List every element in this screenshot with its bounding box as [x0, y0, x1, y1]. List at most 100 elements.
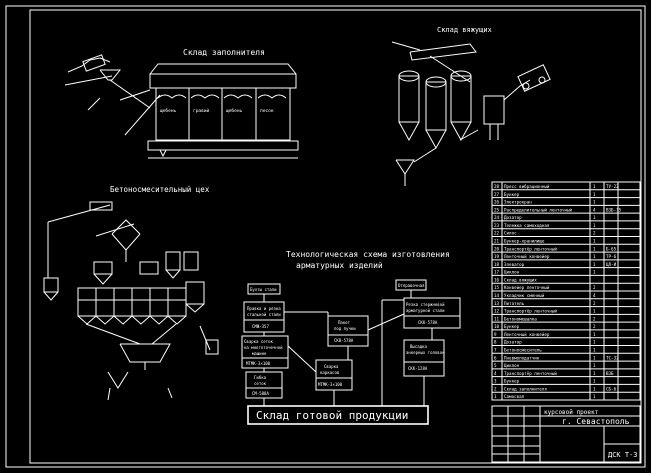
box-mesh-welding — [241, 335, 289, 369]
drawing-border — [29, 9, 642, 464]
box-shipping-label: Отправочная — [398, 283, 425, 288]
box-mesh-welding-sub: на многоточечной — [244, 345, 283, 350]
box-anchor-heads-sub: анкерных головок — [406, 350, 445, 355]
spec-cell: Бункер-хранилище — [504, 238, 545, 243]
spec-cell: 23 — [494, 223, 500, 228]
spec-cell: 27 — [494, 192, 500, 197]
spec-cell: 1 — [593, 200, 596, 205]
box-skk-578a: СКК-578А — [418, 320, 438, 325]
spec-cell: Бетономешалка — [504, 316, 537, 321]
spec-cell: 18 — [494, 262, 500, 267]
spec-cell: 1 — [593, 347, 596, 352]
spec-cell: Бункер — [504, 379, 520, 384]
spec-cell: СБ-6 — [606, 386, 617, 391]
spec-cell: Питатель — [504, 301, 525, 306]
outer-frame — [5, 5, 646, 468]
spec-cell: 4 — [494, 371, 497, 376]
box-rod-cutting-sub: арматурной стали — [406, 308, 445, 313]
title-block — [491, 405, 641, 463]
spec-cell: Транспортёр ленточный — [504, 371, 557, 376]
spec-cell: 2 — [494, 386, 497, 391]
spec-cell: 1 — [593, 262, 596, 267]
spec-cell: 2 — [593, 316, 596, 321]
spec-cell: 1 — [593, 309, 596, 314]
spec-cell: 7 — [494, 347, 497, 352]
bin-label-4: песок — [260, 109, 274, 114]
box-packet-label: Пакет — [338, 320, 351, 325]
doc-code-top: курсовой проект — [544, 409, 599, 416]
box-frame-welding-label: Сварка — [324, 364, 339, 369]
box-rod-cutting-label: Резка стержневой — [406, 302, 445, 307]
spec-cell: 1 — [593, 363, 596, 368]
spec-cell: 12 — [494, 309, 500, 314]
spec-cell: 1 — [593, 223, 596, 228]
spec-cell: Склад заполнителя — [504, 386, 547, 391]
spec-cell: ВЗБ-15 — [606, 207, 622, 212]
spec-cell: 1 — [593, 394, 596, 399]
box-smzh-357: СМЖ-357 — [252, 324, 269, 329]
spec-cell: 1 — [593, 254, 596, 259]
box-mtmk-1: МТМК-3×100 — [246, 361, 271, 366]
box-sm-588a: СМ-588А — [252, 391, 269, 396]
finished-goods-box — [247, 405, 429, 425]
spec-cell: 1 — [593, 386, 596, 391]
spec-cell: 24 — [494, 215, 500, 220]
spec-cell: Бункер — [504, 192, 520, 197]
bin-label-2: гравий — [193, 108, 210, 114]
spec-cell: ТС-32 — [606, 355, 619, 360]
finished-goods-label: Склад готовой продукции — [256, 409, 408, 422]
spec-cell: 1 — [593, 270, 596, 275]
spec-cell: 1 — [593, 184, 596, 189]
spec-cell: 3 — [494, 379, 497, 384]
spec-cell: 1 — [593, 215, 596, 220]
spec-cell: Элеватор — [504, 262, 525, 267]
spec-cell: 1 — [593, 340, 596, 345]
spec-cell: 6 — [494, 355, 497, 360]
spec-cell: Циклон — [504, 270, 520, 275]
spec-cell: Склад вяжущих — [504, 277, 537, 282]
filler-storage-title: Склад заполнителя — [183, 48, 265, 57]
spec-cell: 9 — [494, 332, 497, 337]
box-straighten-cut-sub: стальной стали — [247, 312, 281, 317]
binder-storage-title: Склад вяжущих — [437, 26, 492, 34]
spec-cell: 1 — [593, 332, 596, 337]
bin-label-3: щебень — [226, 107, 243, 114]
box-bending-sub: сеток — [254, 381, 267, 386]
spec-cell: 1 — [593, 246, 596, 251]
spec-cell: Пресс вибрационный — [504, 184, 550, 189]
spec-cell: Б-65 — [606, 246, 617, 251]
spec-cell: Электрокран — [504, 200, 532, 205]
box-skk-128a: СКК-128А — [408, 366, 428, 371]
spec-cell: Тележка самоходная — [504, 223, 550, 228]
truck-unloading — [64, 54, 161, 136]
spec-cell: Конвейер ленточный — [504, 285, 550, 290]
spec-cell: Бункер — [504, 324, 520, 329]
spec-cell: 1 — [593, 238, 596, 243]
city-label: г. Севастополь — [562, 417, 630, 426]
concrete-shop-title: Бетоносмесительный цех — [110, 185, 210, 194]
spec-cell: 20 — [494, 246, 500, 251]
box-mesh-welding-label: Сварка сеток — [244, 339, 273, 344]
spec-cell: Ленточный конвейер — [504, 254, 550, 259]
spec-cell: 28 — [494, 184, 500, 189]
spec-cell: 13 — [494, 301, 500, 306]
spec-cell: 2 — [593, 301, 596, 306]
spec-cell: 1 — [593, 355, 596, 360]
box-frame-welding-sub: каркасов — [320, 370, 339, 375]
spec-cell: 8 — [494, 340, 497, 345]
spec-cell: Циклон — [504, 363, 520, 368]
spec-cell: 17 — [494, 270, 500, 275]
box-bending-label: Гибка — [254, 375, 267, 380]
box-packet-sub: под пучки — [334, 326, 356, 331]
spec-cell: Ленточный конвейер — [504, 332, 550, 337]
spec-cell: ЦЛ-И — [606, 262, 617, 267]
spec-cell: 2 — [593, 324, 596, 329]
concrete-shop — [43, 201, 219, 401]
spec-cell: Бетоносмеситель — [504, 347, 542, 352]
box-straighten-cut-label: Правка и резка — [247, 306, 281, 311]
spec-cell: 4 — [593, 293, 596, 298]
spec-cell: 19 — [494, 254, 500, 259]
spec-cell: 10 — [494, 324, 500, 329]
